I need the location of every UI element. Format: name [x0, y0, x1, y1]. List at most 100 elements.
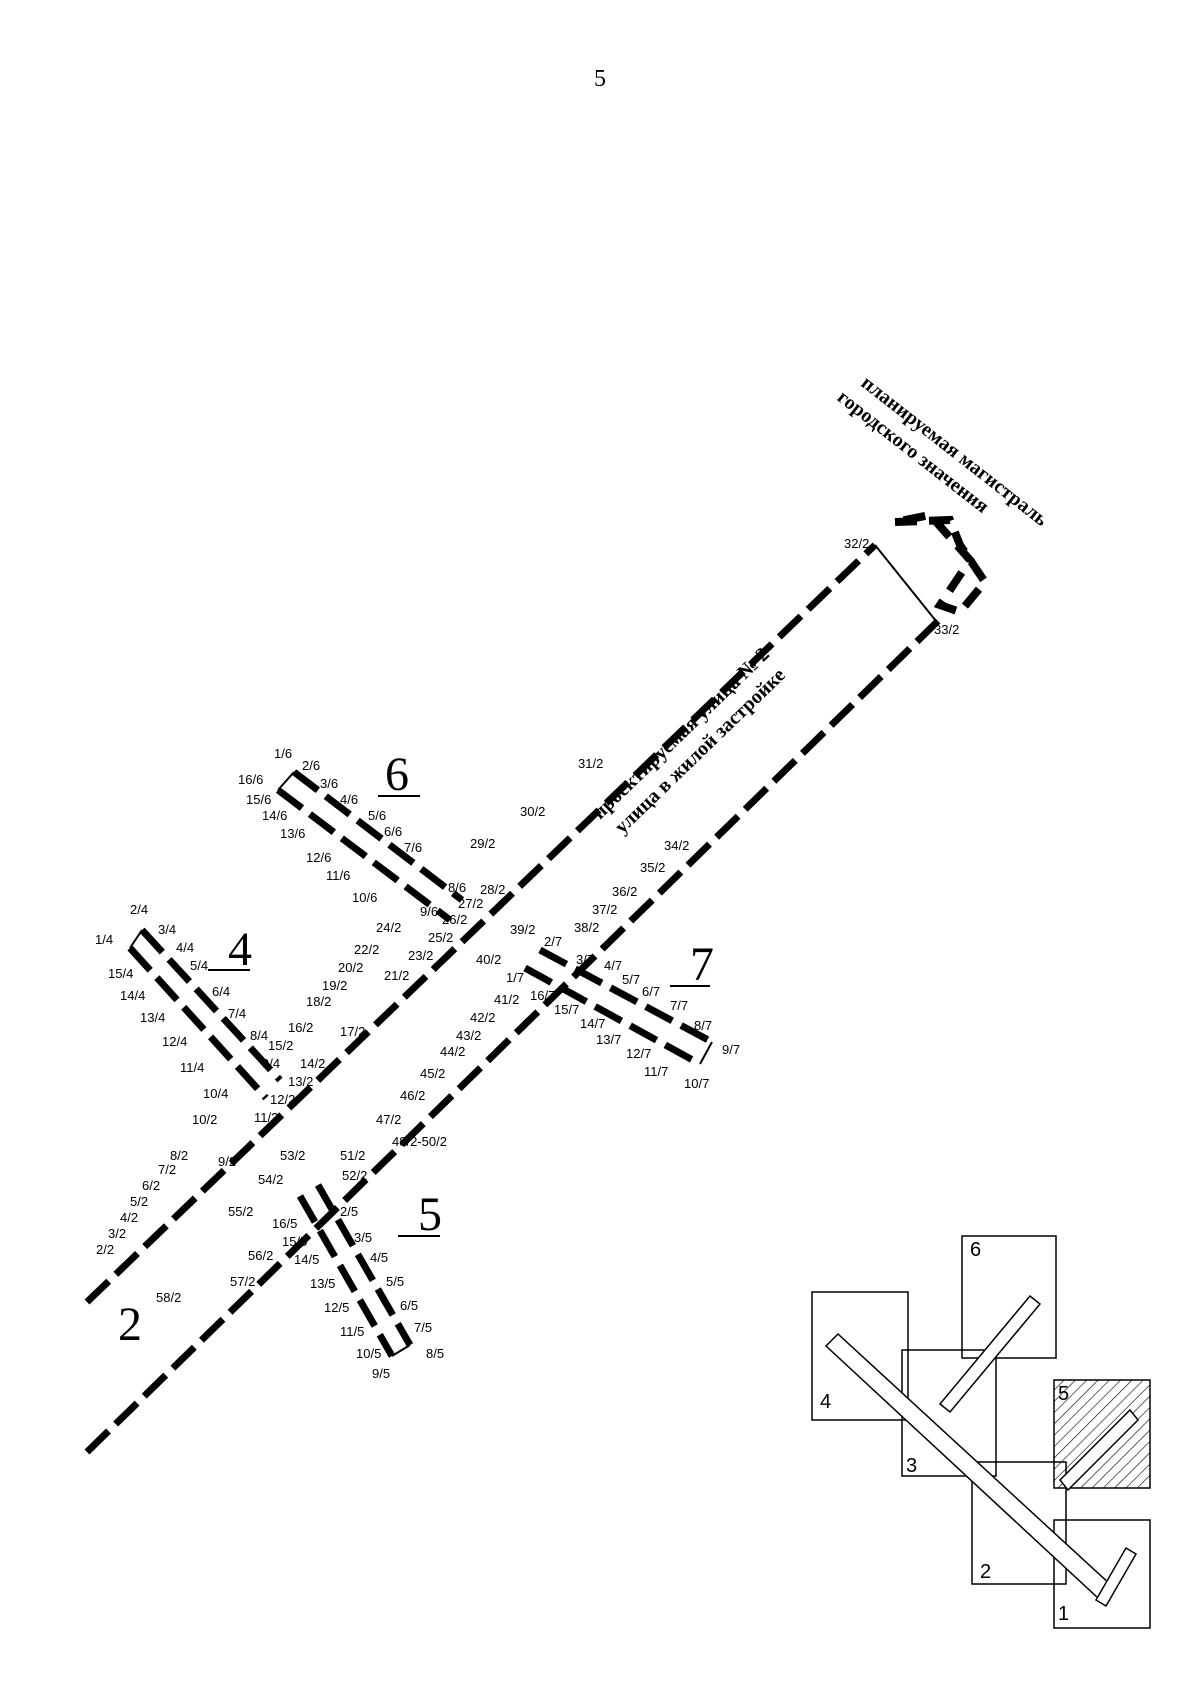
point-label: 17/2 [340, 1024, 365, 1039]
point-label: 7/4 [228, 1006, 246, 1021]
branch-6-end [277, 771, 295, 791]
point-label: 1/4 [95, 932, 113, 947]
point-label: 54/2 [258, 1172, 283, 1187]
key-branch-5 [1058, 1408, 1140, 1492]
point-label: 14/4 [120, 988, 145, 1003]
point-label: 13/2 [288, 1074, 313, 1089]
point-label: 12/2 [270, 1092, 295, 1107]
point-label: 6/4 [212, 984, 230, 999]
point-label: 27/2 [458, 896, 483, 911]
branch-7 [523, 946, 714, 1068]
point-label: 8/5 [426, 1346, 444, 1361]
point-label: 2/5 [340, 1204, 358, 1219]
point-label: 3/7 [576, 952, 594, 967]
branch-4-edge-a [139, 927, 283, 1083]
branch-5-end [391, 1344, 411, 1357]
branch-5-edge-a [314, 1183, 414, 1347]
point-label: 10/4 [203, 1086, 228, 1101]
point-label: 15/5 [282, 1234, 307, 1249]
key-sheet-label-4: 4 [820, 1391, 831, 1413]
branch-5 [296, 1183, 414, 1358]
point-label: 18/2 [306, 994, 331, 1009]
point-label: 24/2 [376, 920, 401, 935]
point-label: 3/2 [108, 1226, 126, 1241]
point-label: 29/2 [470, 836, 495, 851]
point-label: 43/2 [456, 1028, 481, 1043]
point-label: 15/2 [268, 1038, 293, 1053]
street-label: проектируемая улица № 2 улица в жилой за… [588, 643, 790, 838]
point-label: 8/4 [250, 1028, 268, 1043]
point-label: 12/6 [306, 850, 331, 865]
branch-5-edge-b [296, 1194, 396, 1358]
point-label: 4/7 [604, 958, 622, 973]
point-label: 2/4 [130, 902, 148, 917]
point-label: 15/4 [108, 966, 133, 981]
point-label: 2/6 [302, 758, 320, 773]
point-label: 30/2 [520, 804, 545, 819]
point-label: 2/7 [544, 934, 562, 949]
point-label: 36/2 [612, 884, 637, 899]
key-branch-6 [938, 1294, 1042, 1414]
point-label: 13/4 [140, 1010, 165, 1025]
point-label: 11/7 [644, 1064, 668, 1079]
point-label: 3/4 [158, 922, 176, 937]
point-label: 15/6 [246, 792, 271, 807]
point-label: 15/7 [554, 1002, 579, 1017]
branch-7-edge-a [538, 946, 714, 1046]
point-label: 5/2 [130, 1194, 148, 1209]
point-label: 45/2 [420, 1066, 445, 1081]
point-label: 8/2 [170, 1148, 188, 1163]
point-label: 10/6 [352, 890, 377, 905]
point-label: 5/4 [190, 958, 208, 973]
key-street-end [1094, 1546, 1138, 1608]
point-label: 11/5 [340, 1324, 364, 1339]
key-sheet-4 [811, 1291, 909, 1421]
main-street-north-edge [84, 542, 878, 1305]
point-label: 11/4 [180, 1060, 204, 1075]
point-label: 9/5 [372, 1366, 390, 1381]
branch-6-edge-a [291, 769, 465, 903]
point-label: 57/2 [230, 1274, 255, 1289]
point-label: 20/2 [338, 960, 363, 975]
branch-6 [275, 769, 465, 923]
key-sheet-label-3: 3 [906, 1455, 917, 1477]
point-label: 9/6 [420, 904, 438, 919]
point-label: 51/2 [340, 1148, 365, 1163]
point-label: 34/2 [664, 838, 689, 853]
section-number-6: 6 [385, 748, 409, 801]
point-label: 6/5 [400, 1298, 418, 1313]
point-label: 4/4 [176, 940, 194, 955]
branch-6-edge-b [275, 787, 453, 923]
branch-7-end [699, 1041, 713, 1065]
point-label: 12/5 [324, 1300, 349, 1315]
point-label: 4/2 [120, 1210, 138, 1225]
point-label: 11/2 [254, 1110, 278, 1125]
point-label: 12/7 [626, 1046, 651, 1061]
branch-7-edge-b [523, 964, 702, 1068]
point-label: 46/2 [400, 1088, 425, 1103]
point-label: 19/2 [322, 978, 347, 993]
point-label: 16/6 [238, 772, 263, 787]
street-label-line2: улица в жилой застройке [611, 664, 790, 838]
point-label: 13/5 [310, 1276, 335, 1291]
point-label: 40/2 [476, 952, 501, 967]
point-label: 3/5 [354, 1230, 372, 1245]
point-label: 6/7 [642, 984, 660, 999]
point-label: 16/2 [288, 1020, 313, 1035]
point-label: 6/6 [384, 824, 402, 839]
point-label: 1/6 [274, 746, 292, 761]
point-label: 14/2 [300, 1056, 325, 1071]
point-label: 10/2 [192, 1112, 217, 1127]
point-label: 7/7 [670, 998, 688, 1013]
point-label: 9/4 [262, 1056, 280, 1071]
point-label: 47/2 [376, 1112, 401, 1127]
planned-highway-outline [894, 510, 990, 617]
point-label: 52/2 [342, 1168, 367, 1183]
point-label: 7/6 [404, 840, 422, 855]
point-label: 23/2 [408, 948, 433, 963]
main-street-outline [84, 510, 990, 1455]
point-label: 25/2 [428, 930, 453, 945]
point-label: 10/7 [684, 1076, 709, 1091]
point-label: 55/2 [228, 1204, 253, 1219]
